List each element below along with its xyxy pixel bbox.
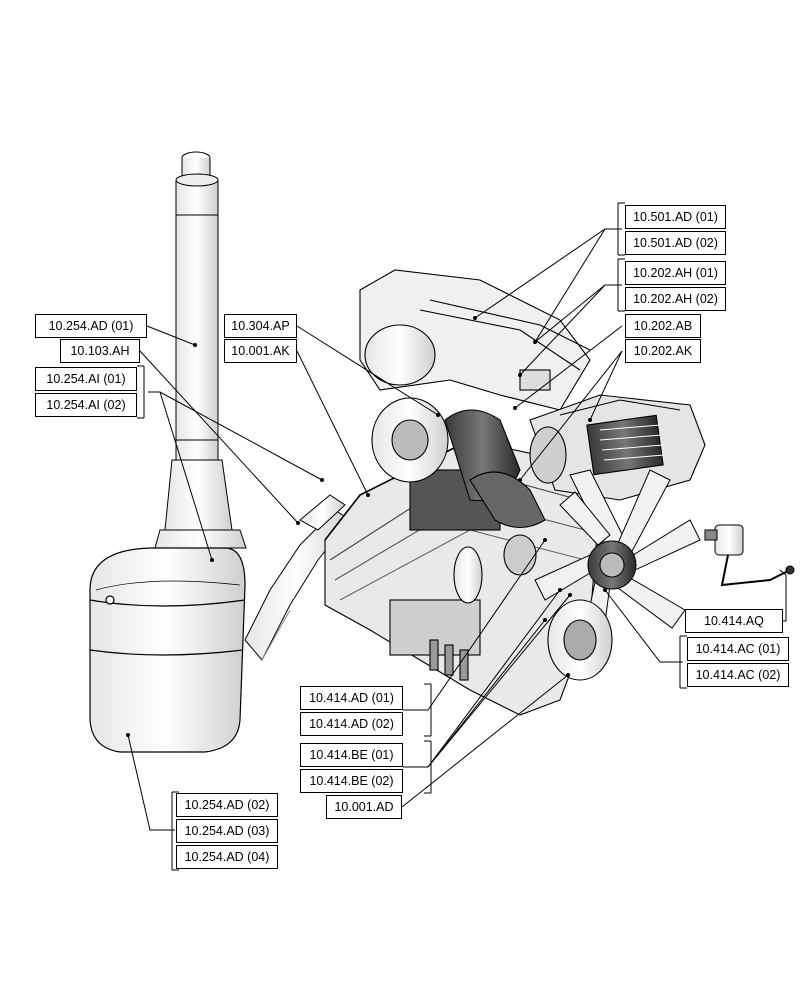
leader-lines — [127, 202, 787, 871]
sensor-part — [704, 524, 795, 587]
callout-10-254-ad-04[interactable]: 10.254.AD (04) — [176, 845, 278, 869]
callout-10-202-ah-01[interactable]: 10.202.AH (01) — [625, 261, 726, 285]
callout-10-103-ah[interactable]: 10.103.AH — [60, 339, 140, 363]
callout-10-304-ap[interactable]: 10.304.AP — [224, 314, 297, 338]
callout-10-254-ai-02[interactable]: 10.254.AI (02) — [35, 393, 137, 417]
callout-10-202-ak[interactable]: 10.202.AK — [625, 339, 701, 363]
exhaust-stack — [154, 151, 247, 549]
callout-10-501-ad-01[interactable]: 10.501.AD (01) — [625, 205, 726, 229]
callout-10-414-ac-02[interactable]: 10.414.AC (02) — [687, 663, 789, 687]
air-cleaner — [529, 394, 706, 501]
cooling-fan — [534, 469, 701, 661]
callout-10-414-ac-01[interactable]: 10.414.AC (01) — [687, 637, 789, 661]
callout-10-202-ah-02[interactable]: 10.202.AH (02) — [625, 287, 726, 311]
callout-10-414-be-02[interactable]: 10.414.BE (02) — [300, 769, 403, 793]
callout-10-414-aq[interactable]: 10.414.AQ — [685, 609, 783, 633]
callout-10-001-ak[interactable]: 10.001.AK — [224, 339, 297, 363]
turbocharger — [371, 397, 546, 529]
callout-10-254-ad-02[interactable]: 10.254.AD (02) — [176, 793, 278, 817]
callout-10-414-ad-01[interactable]: 10.414.AD (01) — [300, 686, 403, 710]
callout-10-001-ad[interactable]: 10.001.AD — [326, 795, 402, 819]
callout-10-414-be-01[interactable]: 10.414.BE (01) — [300, 743, 403, 767]
callout-10-202-ab[interactable]: 10.202.AB — [625, 314, 701, 338]
callout-10-254-ad-03[interactable]: 10.254.AD (03) — [176, 819, 278, 843]
callout-10-414-ad-02[interactable]: 10.414.AD (02) — [300, 712, 403, 736]
upper-frame — [359, 269, 591, 411]
callout-10-254-ai-01[interactable]: 10.254.AI (01) — [35, 367, 137, 391]
callout-10-254-ad-01[interactable]: 10.254.AD (01) — [35, 314, 147, 338]
pointer-dots — [126, 316, 607, 737]
callout-10-501-ad-02[interactable]: 10.501.AD (02) — [625, 231, 726, 255]
muffler — [89, 547, 246, 753]
